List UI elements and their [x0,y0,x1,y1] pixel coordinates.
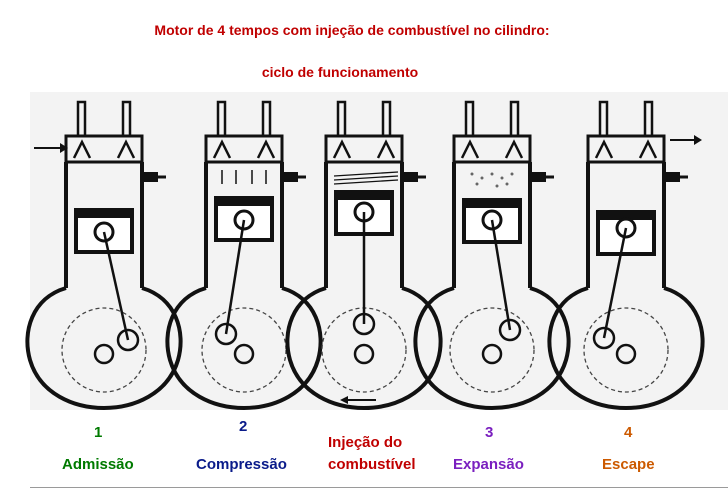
bottom-divider [30,487,728,488]
engine-1-intake [25,100,183,410]
engine-2-compression [165,100,323,410]
stage-1-number: 1 [94,424,103,441]
stage-3-number: 3 [485,424,494,441]
diagram-subtitle: ciclo de funcionamento [261,64,419,80]
stage-4-label: Escape [602,456,655,473]
engine-cycle-illustration [25,100,705,410]
diagram-title: Motor de 4 tempos com injeção de combust… [154,22,550,38]
engine-injection [285,100,443,410]
stage-3-label: Expansão [453,456,524,473]
stage-injection-label-line1: Injeção do [328,434,403,451]
engine-4-exhaust [547,100,705,410]
stage-injection-label-line2: combustível [328,456,416,473]
stage-1-label: Admissão [62,456,134,473]
stage-2-label: Compressão [196,456,287,473]
stage-4-number: 4 [624,424,633,441]
engine-3-expansion [413,100,571,410]
stage-2-number: 2 [239,418,248,435]
